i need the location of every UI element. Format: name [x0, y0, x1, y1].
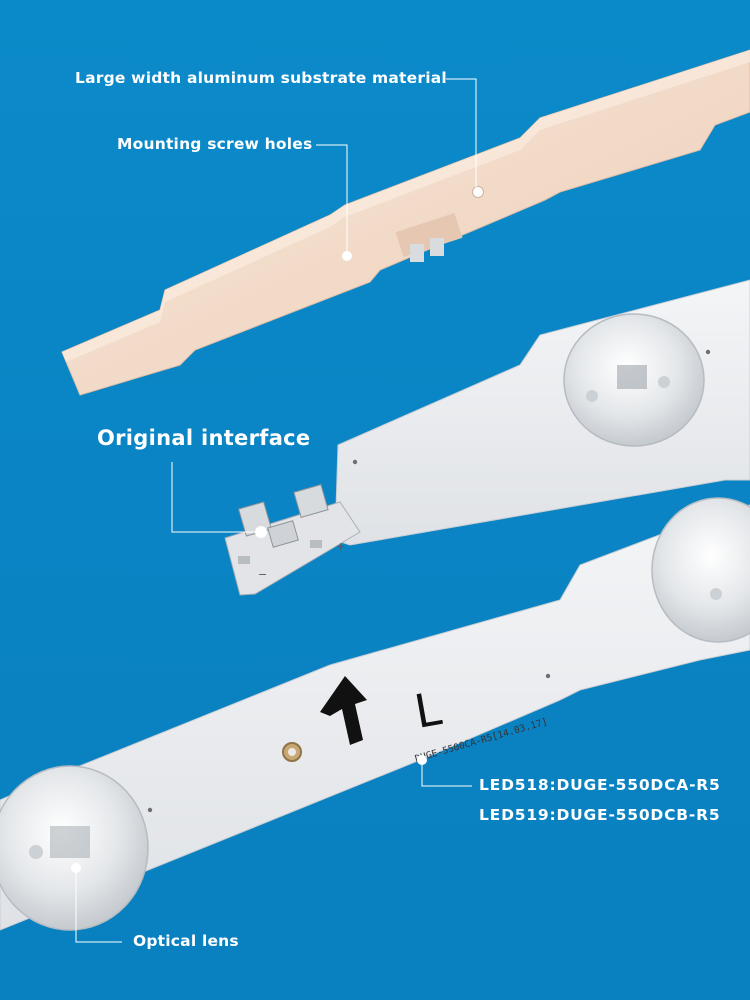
leader-dots	[71, 187, 483, 873]
dot-model	[417, 755, 427, 765]
dot-substrate	[473, 187, 483, 197]
dot-interface	[255, 526, 267, 538]
leader-lens	[75, 868, 122, 943]
callout-interface: Original interface	[97, 426, 311, 450]
leader-substrate	[446, 78, 477, 192]
connector: + −	[224, 484, 361, 596]
callout-substrate: Large width aluminum substrate material	[75, 69, 447, 87]
aluminum-strip	[61, 49, 750, 396]
optical-lens-bottom	[0, 765, 149, 931]
plus-marking: +	[336, 540, 345, 553]
dot-screw-holes	[342, 251, 352, 261]
minus-marking: −	[258, 568, 267, 581]
optical-lens-right	[651, 497, 750, 643]
leader-screw-holes	[316, 144, 348, 256]
callout-lens: Optical lens	[133, 932, 239, 950]
callout-model-b: LED519:DUGE-550DCB-R5	[479, 806, 721, 824]
dot-lens	[71, 863, 81, 873]
direction-arrow-icon	[320, 676, 367, 745]
leader-model	[421, 760, 472, 787]
callout-screw-holes: Mounting screw holes	[117, 135, 313, 153]
optical-lens-top	[563, 313, 705, 447]
leader-lines	[75, 78, 477, 943]
callout-model-a: LED518:DUGE-550DCA-R5	[479, 776, 721, 794]
leader-interface	[171, 462, 261, 533]
